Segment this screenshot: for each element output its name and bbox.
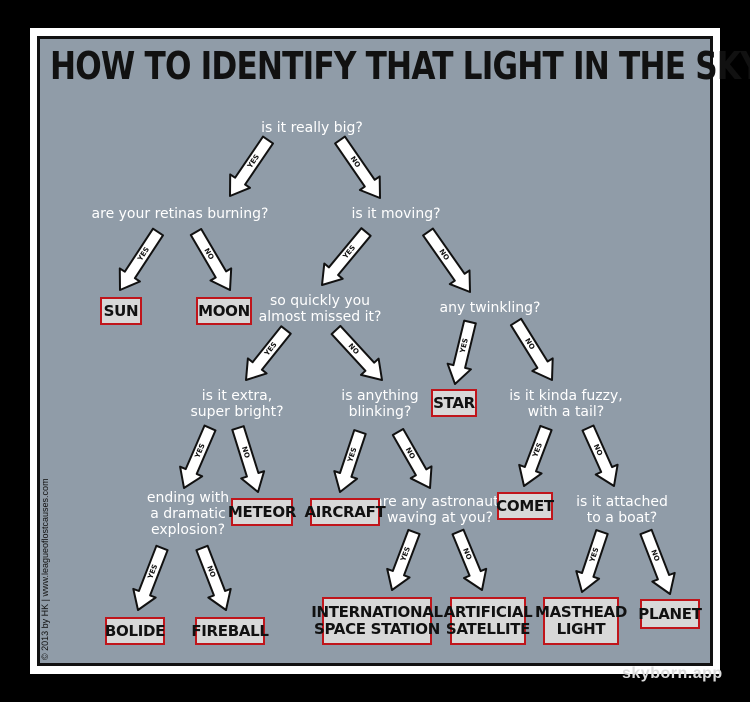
arrow-no-quickly: NO <box>330 324 383 381</box>
arrow-yes-blinking-shape <box>333 429 367 493</box>
question-extra-bright: is it extra, super bright? <box>190 388 284 420</box>
arrow-yes-retinas: YES <box>118 227 164 291</box>
arrow-yes-quickly: YES <box>245 325 292 381</box>
arrow-no-quickly-shape <box>330 324 383 381</box>
arrow-no-twinkling-shape <box>509 317 554 381</box>
arrow-yes-boat: YES <box>575 529 609 593</box>
answer-bolide: BOLIDE <box>105 617 165 645</box>
answer-star: STAR <box>431 389 477 417</box>
arrow-no-explosion-label: NO <box>205 565 217 579</box>
arrow-no-astronauts-label: NO <box>461 547 473 561</box>
answer-comet: COMET <box>496 492 554 520</box>
question-attached-boat: is it attached to a boat? <box>576 494 668 526</box>
arrow-yes-extra-shape <box>179 424 217 489</box>
arrow-no-boat-shape <box>639 528 676 595</box>
arrow-yes-moving: YES <box>321 227 372 286</box>
question-astronauts-waving: are any astronauts waving at you? <box>374 494 506 526</box>
arrow-yes-astronauts: YES <box>386 528 421 591</box>
question-really-big: is it really big? <box>261 120 363 136</box>
answer-moon: MOON <box>196 297 252 325</box>
arrow-no-extra: NO <box>231 425 266 493</box>
arrow-yes-big-shape <box>229 135 274 197</box>
answer-fireball: FIREBALL <box>191 617 269 645</box>
arrow-yes-twinkling-shape <box>446 319 477 385</box>
question-is-moving: is it moving? <box>351 206 441 222</box>
question-anything-blinking: is anything blinking? <box>341 388 419 420</box>
arrow-no-boat-label: NO <box>649 549 661 563</box>
copyright-credit: © 2013 by HK | www.leagueoflostcauses.co… <box>40 478 50 660</box>
chart-title: HOW TO IDENTIFY THAT LIGHT IN THE SKY <box>50 44 750 88</box>
arrow-yes-blinking: YES <box>333 429 367 493</box>
arrow-no-blinking: NO <box>391 428 433 489</box>
question-any-twinkling: any twinkling? <box>439 300 541 316</box>
answer-aircraft: AIRCRAFT <box>305 498 386 526</box>
watermark: skyborn.app <box>622 665 723 682</box>
arrow-no-astronauts: NO <box>451 528 488 591</box>
arrow-yes-big: YES <box>229 135 274 197</box>
answer-meteor: METEOR <box>228 498 296 526</box>
arrow-no-extra-shape <box>231 425 266 493</box>
arrow-yes-moving-shape <box>321 227 372 286</box>
arrow-no-moving: NO <box>422 227 471 293</box>
arrow-yes-fuzzy-shape <box>518 424 553 487</box>
answer-masthead-light: MASTHEAD LIGHT <box>535 597 627 645</box>
arrow-yes-twinkling: YES <box>446 319 477 385</box>
arrow-no-explosion: NO <box>195 544 232 611</box>
question-retinas-burning: are your retinas burning? <box>91 206 269 222</box>
arrow-no-retinas-shape <box>189 228 233 291</box>
arrow-no-big-shape <box>334 135 381 199</box>
arrow-yes-twinkling-label: YES <box>458 337 470 354</box>
answer-artificial-satellite: ARTIFICIAL SATELLITE <box>444 597 533 645</box>
arrow-no-explosion-shape <box>195 544 232 611</box>
arrow-yes-quickly-shape <box>245 325 292 381</box>
answer-sun: SUN <box>100 297 142 325</box>
arrow-no-extra-label: NO <box>240 445 251 459</box>
answer-planet: PLANET <box>638 599 702 629</box>
arrow-yes-extra: YES <box>179 424 217 489</box>
arrow-no-fuzzy: NO <box>581 424 619 487</box>
arrow-yes-boat-shape <box>575 529 609 593</box>
question-dramatic-explosion: ending with a dramatic explosion? <box>146 490 230 538</box>
arrow-yes-explosion-shape <box>132 544 169 611</box>
arrow-no-big: NO <box>334 135 381 199</box>
arrow-no-moving-shape <box>422 227 471 293</box>
answer-international-space-station: INTERNATIONAL SPACE STATION <box>311 597 443 645</box>
arrow-no-boat: NO <box>639 528 676 595</box>
arrow-no-astronauts-shape <box>451 528 488 591</box>
arrow-yes-astronauts-shape <box>386 528 421 591</box>
arrow-yes-retinas-shape <box>118 227 164 291</box>
question-kinda-fuzzy: is it kinda fuzzy, with a tail? <box>509 388 623 420</box>
arrow-yes-fuzzy: YES <box>518 424 553 487</box>
arrow-no-twinkling: NO <box>509 317 554 381</box>
question-so-quickly: so quickly you almost missed it? <box>258 293 382 325</box>
arrow-yes-explosion: YES <box>132 544 169 611</box>
arrow-no-fuzzy-shape <box>581 424 619 487</box>
arrow-no-retinas: NO <box>189 228 233 291</box>
arrow-no-blinking-shape <box>391 428 433 489</box>
